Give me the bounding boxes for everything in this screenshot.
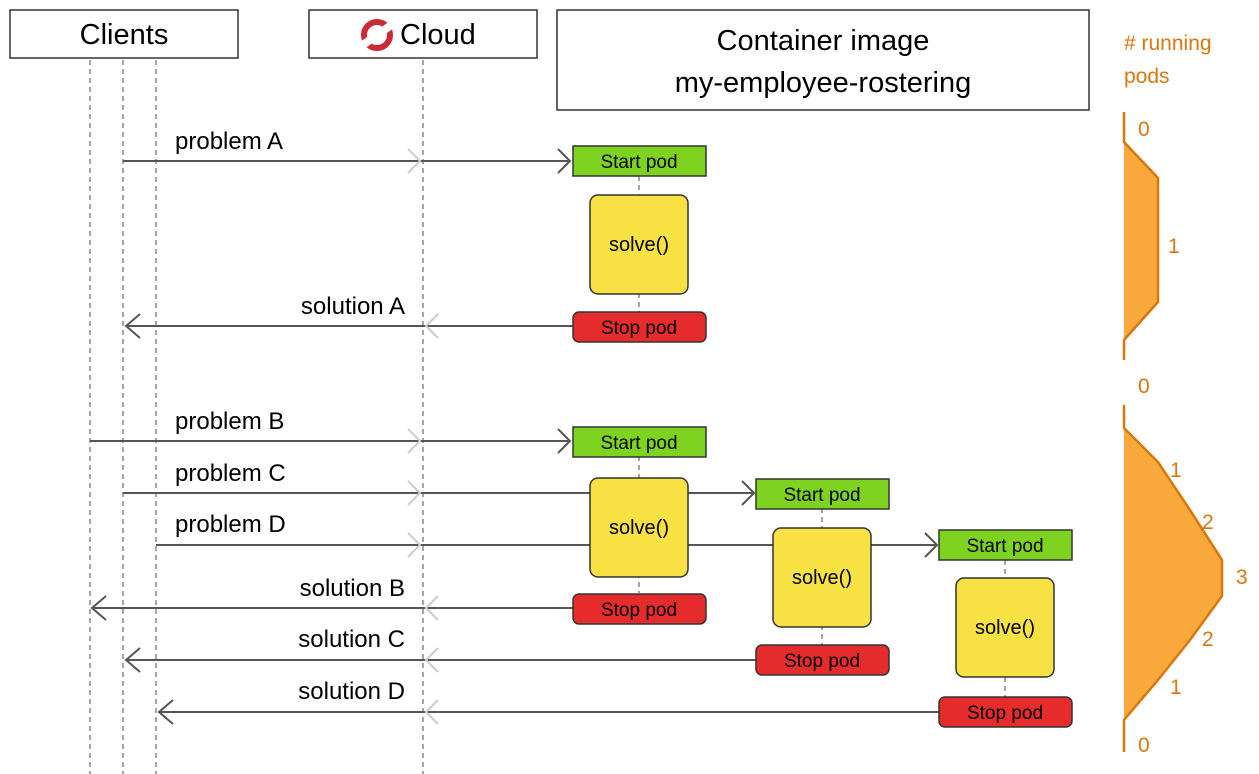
problem-a-label: problem A	[175, 128, 283, 155]
stop-pod-box	[938, 696, 1073, 728]
solve-label: solve()	[792, 567, 852, 589]
start-pod-label: Start pod	[966, 536, 1043, 557]
solve-label: solve()	[609, 517, 669, 539]
cloud-pass-icon	[424, 595, 439, 621]
pod-count-label: 0	[1138, 118, 1150, 141]
cloud-pass-icon	[407, 532, 422, 558]
cloud-pass-icon	[407, 428, 422, 454]
problem-d-label: problem D	[175, 511, 286, 538]
running-pods-area	[1122, 112, 1224, 752]
problem-b-label: problem B	[175, 408, 284, 435]
cloud-pass-icon	[424, 647, 439, 673]
solution-a-label: solution A	[301, 293, 405, 320]
arrowhead-icon	[741, 480, 756, 506]
solve-box	[589, 477, 689, 578]
cloud-header: Cloud	[308, 9, 538, 59]
pod-count-label: 1	[1170, 459, 1182, 482]
arrowhead-icon	[124, 647, 141, 673]
arrowhead-icon	[557, 428, 572, 454]
solution-c-label: solution C	[298, 626, 405, 653]
solve-box	[772, 527, 872, 628]
start-pod-label: Start pod	[600, 433, 677, 454]
messages	[90, 148, 941, 725]
arrowhead-icon	[157, 699, 174, 725]
cloud-logo-icon	[361, 19, 393, 51]
solve-box	[589, 194, 689, 295]
container-image-title: Container image	[717, 25, 930, 57]
solve-box	[955, 577, 1055, 678]
container-image-header: Container image my-employee-rostering	[556, 9, 1090, 111]
start-pod-box	[755, 478, 890, 510]
running-pods-title-2: pods	[1124, 65, 1170, 88]
clients-header: Clients	[9, 9, 239, 59]
stop-pod-box	[572, 311, 707, 343]
stop-pod-label: Stop pod	[601, 318, 677, 339]
pod-b: Start pod solve() Stop pod	[572, 426, 707, 625]
start-pod-label: Start pod	[600, 152, 677, 173]
solve-label: solve()	[609, 234, 669, 256]
pod-a: Start pod solve() Stop pod	[572, 145, 707, 343]
start-pod-box	[572, 426, 707, 458]
start-pod-label: Start pod	[783, 485, 860, 506]
container-image-name: my-employee-rostering	[675, 67, 972, 99]
arrowhead-icon	[557, 148, 572, 174]
pod-count-label: 0	[1138, 734, 1150, 757]
stop-pod-label: Stop pod	[601, 600, 677, 621]
solution-d-label: solution D	[298, 678, 405, 705]
stop-pod-label: Stop pod	[967, 703, 1043, 724]
pod-count-label: 1	[1170, 676, 1182, 699]
cloud-pass-icon	[407, 148, 422, 174]
arrowhead-icon	[124, 313, 141, 339]
arrowhead-icon	[90, 595, 107, 621]
start-pod-box	[938, 529, 1073, 561]
stop-pod-box	[572, 593, 707, 625]
stop-pod-box	[755, 644, 890, 676]
stop-pod-label: Stop pod	[784, 651, 860, 672]
pod-d: Start pod solve() Stop pod	[938, 529, 1073, 728]
cloud-pass-icon	[424, 313, 439, 339]
solve-label: solve()	[975, 617, 1035, 639]
pod-count-label: 2	[1202, 511, 1214, 534]
clients-header-label: Clients	[80, 19, 169, 51]
solution-b-label: solution B	[300, 575, 405, 602]
pod-count-label: 2	[1202, 628, 1214, 651]
arrowhead-icon	[924, 532, 939, 558]
start-pod-box	[572, 145, 707, 177]
problem-c-label: problem C	[175, 460, 286, 487]
cloud-pass-icon	[424, 699, 439, 725]
pod-count-label: 1	[1168, 235, 1180, 258]
pod-c: Start pod solve() Stop pod	[755, 478, 890, 676]
pod-count-label: 3	[1236, 566, 1248, 589]
cloud-pass-icon	[407, 480, 422, 506]
running-pods-title: # running	[1124, 32, 1212, 55]
cloud-header-label: Cloud	[400, 19, 476, 51]
pod-count-label: 0	[1138, 375, 1150, 398]
